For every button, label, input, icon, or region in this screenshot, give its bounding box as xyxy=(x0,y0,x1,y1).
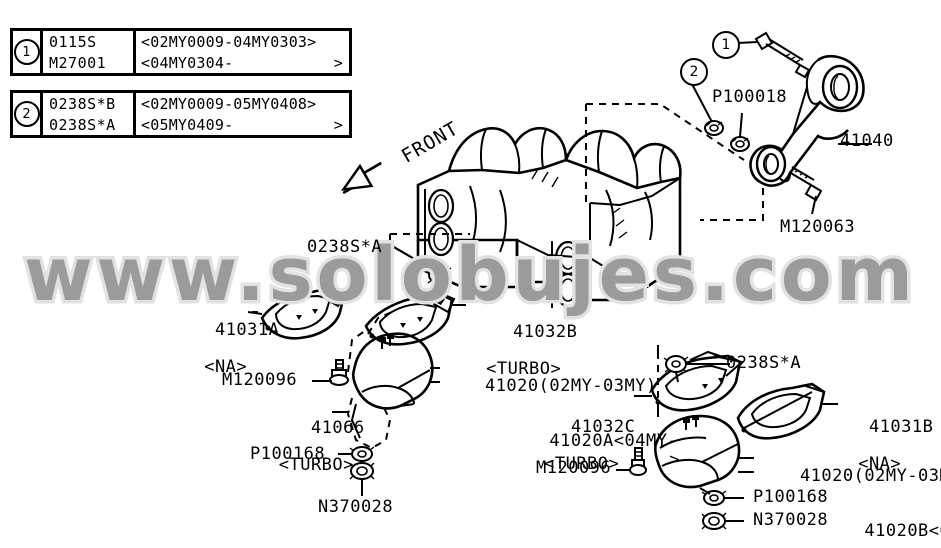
date-range: <04MY0304- > xyxy=(136,52,349,73)
washer-group xyxy=(704,120,750,152)
label-41020-line2-closer: > xyxy=(669,449,680,470)
front-direction-arrow xyxy=(340,161,382,195)
label-m120096-right: M120096 xyxy=(536,458,612,478)
label-41032C: 41032C <TURBO> xyxy=(528,400,635,510)
label-41020-line1: 41020(02MY-03MY) xyxy=(484,376,657,397)
table-row: M27001 <04MY0304- > xyxy=(13,52,349,73)
label-41066: 41066 <TURBO> xyxy=(268,401,365,511)
mount-41031B xyxy=(736,382,838,440)
label-41032C-variant: <TURBO> xyxy=(544,454,620,475)
label-m120063: M120063 xyxy=(780,217,856,237)
label-41031A-code: 41031A xyxy=(214,320,280,341)
nut-n370028-right xyxy=(701,512,727,530)
date-range-text: <05MY0409- xyxy=(141,115,234,134)
label-41020-right: 41020(02MY-03MY) 41020B<04MY- > xyxy=(757,449,941,548)
callout-bubble-1: 1 xyxy=(712,31,740,59)
date-range-text: <02MY0009-04MY0303> xyxy=(141,32,317,51)
label-m120096-left: M120096 xyxy=(222,370,298,390)
table-row: 0238S*B <02MY0009-05MY0408> xyxy=(13,93,349,114)
table-row: 0115S <02MY0009-04MY0303> xyxy=(13,31,349,52)
label-41032B: 41032B <TURBO> xyxy=(470,305,577,415)
part-code: 0238S*B xyxy=(43,93,136,114)
label-0238SA-right: 0238S*A xyxy=(726,353,802,373)
label-41031B-code: 41031B xyxy=(868,417,934,438)
label-p100168-right: P100168 xyxy=(753,487,829,507)
label-p100168-left: P100168 xyxy=(250,444,326,464)
part-code: 0238S*A xyxy=(43,114,136,135)
label-41031A: 41031A <NA> xyxy=(172,303,279,413)
mount-41032C xyxy=(634,340,745,412)
leader-41031A xyxy=(247,311,263,315)
date-range: <02MY0009-05MY0408> xyxy=(136,93,349,114)
label-41066-variant: <TURBO> xyxy=(278,455,354,476)
label-p100018: P100018 xyxy=(712,87,788,107)
leader-0238SA-left xyxy=(391,245,431,269)
bolt-m120096-left xyxy=(329,359,349,386)
label-41020-left: 41020(02MY-03MY) 41020A<04MY- > xyxy=(442,359,680,506)
part-code: M27001 xyxy=(43,52,136,73)
label-41020b-line1: 41020(02MY-03MY) xyxy=(799,466,941,487)
callout-bubble-1-text: 1 xyxy=(721,37,731,53)
date-range-text: <02MY0009-05MY0408> xyxy=(141,94,317,113)
label-41032B-code: 41032B xyxy=(512,322,578,343)
label-n370028-left: N370028 xyxy=(318,497,394,517)
callout-bubble-2-text: 2 xyxy=(689,64,699,80)
front-label-text: FRONT xyxy=(397,117,463,168)
date-range-text: <04MY0304- xyxy=(141,53,234,72)
label-0238SA-center: 0238S*A xyxy=(307,237,383,257)
callout-bubble-2: 2 xyxy=(680,58,708,86)
label-n370028-right: N370028 xyxy=(753,510,829,530)
bracket-41040-assembly xyxy=(585,31,872,221)
label-41066-code: 41066 xyxy=(310,418,365,439)
bolt-lower xyxy=(788,166,823,202)
label-41020-line2: 41020A<04MY- xyxy=(549,431,679,452)
date-range: <05MY0409- > xyxy=(136,114,349,135)
mount-41031A xyxy=(252,286,346,340)
bolt-upper xyxy=(754,31,811,79)
label-41031B: 41031B <NA> xyxy=(826,400,933,510)
engine-block-assembly xyxy=(416,126,682,308)
label-41031B-variant: <NA> xyxy=(858,454,902,475)
date-range: <02MY0009-04MY0303> xyxy=(136,31,349,52)
range-closer: > xyxy=(333,115,343,134)
label-41032B-variant: <TURBO> xyxy=(486,359,562,380)
table-row: 0238S*A <05MY0409- > xyxy=(13,114,349,135)
mount-41020-left xyxy=(312,311,440,496)
label-41031A-variant: <NA> xyxy=(204,357,248,378)
label-41040: 41040 xyxy=(840,131,894,151)
label-41020b-line2: 41020B<04MY- xyxy=(864,521,941,542)
part-code: 0115S xyxy=(43,31,136,52)
range-closer: > xyxy=(333,53,343,72)
nut-n370028-left xyxy=(349,462,375,496)
washer-p100168-right xyxy=(699,487,727,506)
mount-41020-right xyxy=(616,410,754,530)
label-41032C-code: 41032C xyxy=(570,417,636,438)
washer-0238SA-right xyxy=(663,355,689,383)
washer-0238SA-left xyxy=(426,266,452,292)
